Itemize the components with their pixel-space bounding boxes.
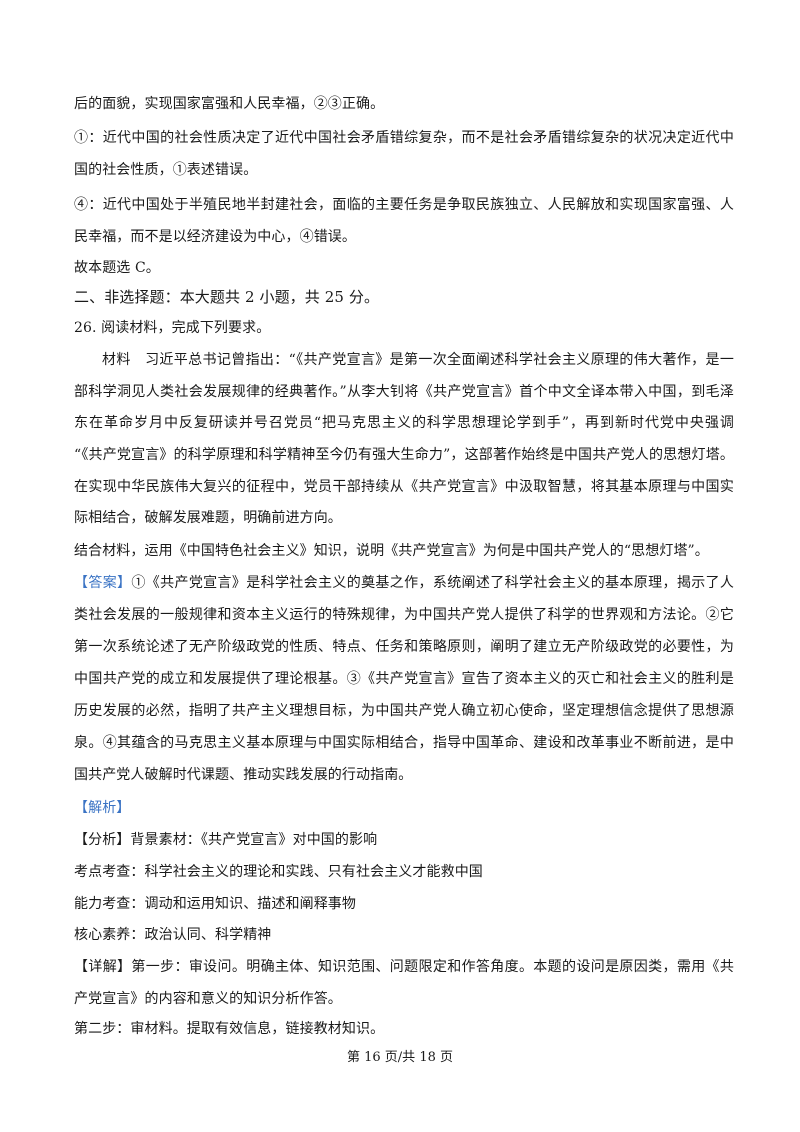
answer-tag: 【答案】 [74,575,132,591]
detail-line: 产党宣言》的内容和意义的知识分析作答。 [74,991,342,1007]
question-prompt: 结合材料，运用《中国特色社会主义》知识，说明《共产党宣言》为何是中国共产党人的“… [74,543,709,559]
text-line: ①：近代中国的社会性质决定了近代中国社会矛盾错综复杂，而不是社会矛盾错综复杂的状… [74,130,734,146]
answer-line: 第一次系统论述了无产阶级政党的性质、特点、任务和策略原则，阐明了建立无产阶级政党… [74,639,734,655]
analysis-line: 核心素养：政治认同、科学精神 [74,927,272,943]
material-line: 部科学洞见人类社会发展规律的经典著作。”从李大钊将《共产党宣言》首个中文全译本带… [74,384,734,400]
page-footer: 第 16 页/共 18 页 [347,1050,453,1065]
analysis-line: 【分析】背景素材：《共产党宣言》对中国的影响 [74,832,378,848]
text-line: 后的面貌，实现国家富强和人民幸福，②③正确。 [74,96,385,112]
answer-line: 泉。④其蕴含的马克思主义基本原理与中国实际相结合，指导中国革命、建设和改革事业不… [74,735,734,751]
text-line: ④：近代中国处于半殖民地半封建社会，面临的主要任务是争取民族独立、人民解放和实现… [74,197,734,213]
text-line: 民幸福，而不是以经济建设为中心，④错误。 [74,229,356,245]
xiangjie-tag: 【详解】 [74,959,132,975]
text-line: 故本题选 C。 [74,260,160,276]
answer-line: 历史发展的必然，指明了共产主义理想目标，为中国共产党人确立初心使命，坚定理想信念… [74,703,734,719]
detail-line: 【详解】第一步：审设问。明确主体、知识范围、问题限定和作答角度。本题的设问是原因… [74,959,734,975]
material-line: “《共产党宣言》的科学原理和科学精神至今仍有强大生命力”，这部著作始终是中国共产… [74,447,734,463]
analysis-line: 考点考查：科学社会主义的理论和实践、只有社会主义才能救中国 [74,864,483,880]
text-line: 国的社会性质，①表述错误。 [74,162,258,178]
material-line: 东在革命岁月中反复研读并号召党员“把马克思主义的科学思想理论学到手”，再到新时代… [74,415,734,431]
material-line: 际相结合，破解发展难题，明确前进方向。 [74,510,342,526]
material-line: 在实现中华民族伟大复兴的征程中，党员干部持续从《共产党宣言》中汲取智慧，将其基本… [74,479,734,495]
fenxi-tag: 【分析】 [74,832,131,848]
analysis-tag: 【解析】 [74,800,131,816]
answer-line: 中国共产党的成立和发展提供了理论根基。③《共产党宣言》宣告了资本主义的灭亡和社会… [74,671,734,687]
section-heading: 二、非选择题：本大题共 2 小题，共 25 分。 [74,288,380,306]
question-title: 26. 阅读材料，完成下列要求。 [74,320,271,336]
analysis-line: 能力考查：调动和运用知识、描述和阐释事物 [74,896,356,912]
answer-line: 类社会发展的一般规律和资本主义运行的特殊规律，为中国共产党人提供了科学的世界观和… [74,607,734,623]
material-line: 材料 习近平总书记曾指出：“《共产党宣言》是第一次全面阐述科学社会主义原理的伟大… [102,352,734,368]
answer-line: 【答案】①《共产党宣言》是科学社会主义的奠基之作，系统阐述了科学社会主义的基本原… [74,575,734,591]
detail-line: 第二步：审材料。提取有效信息，链接教材知识。 [74,1021,385,1037]
answer-line: 国共产党人破解时代课题、推动实践发展的行动指南。 [74,767,413,783]
